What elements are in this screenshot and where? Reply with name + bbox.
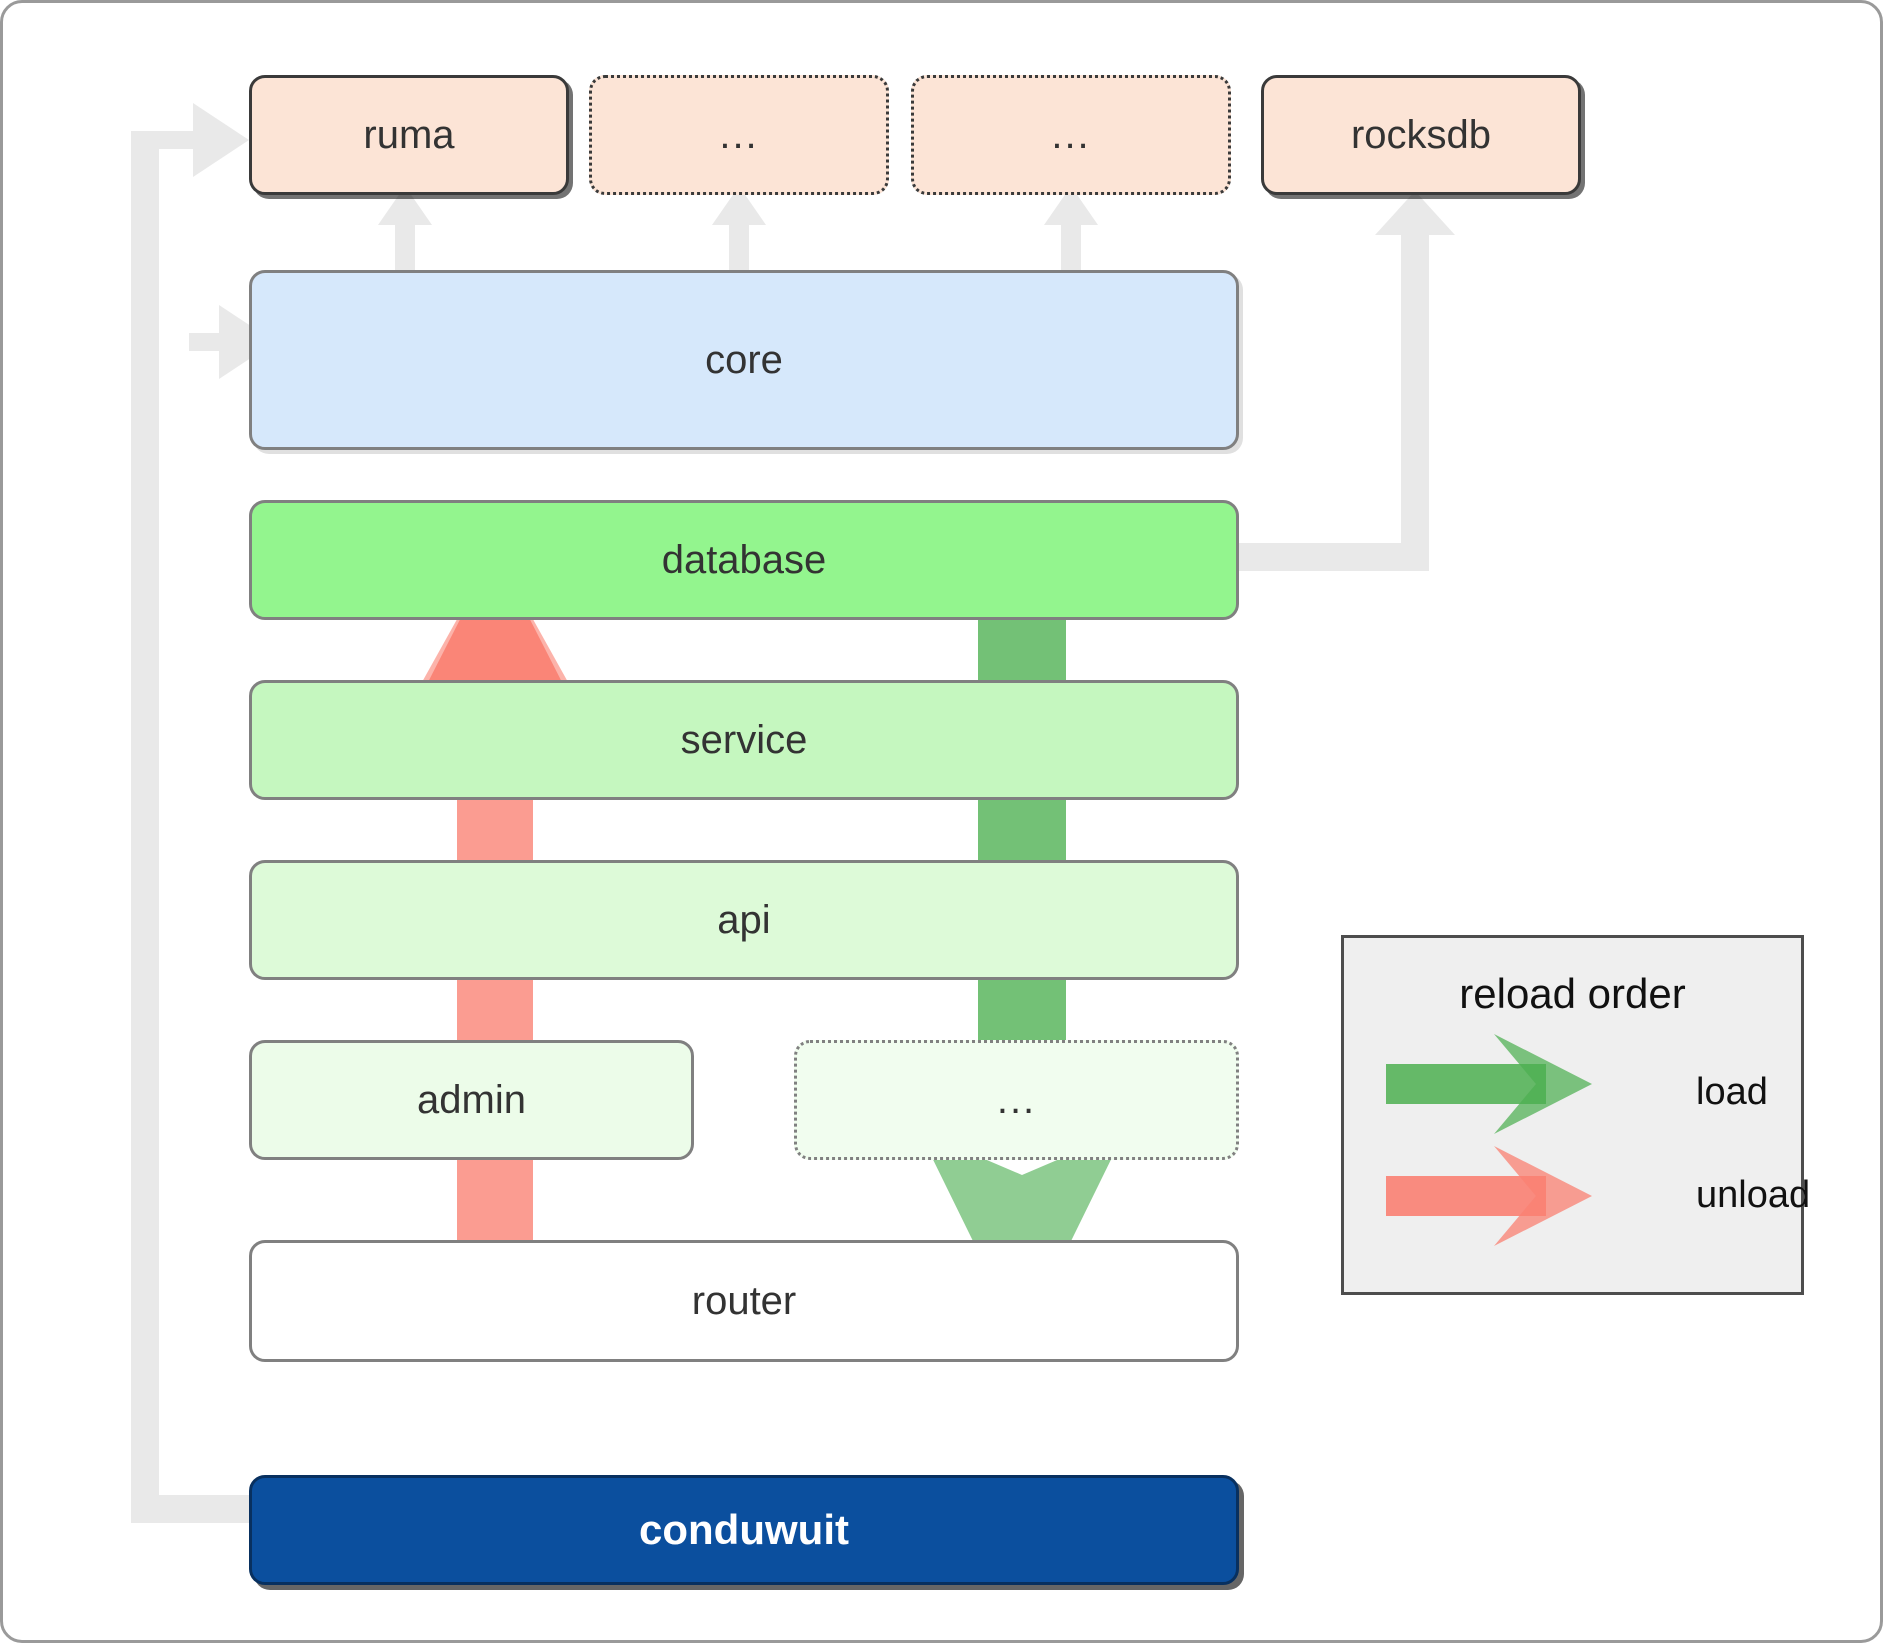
layer-box-database[interactable]: database: [249, 500, 1239, 620]
dependency-box-ruma[interactable]: ruma: [249, 75, 569, 195]
diagram-connectors: [131, 103, 1455, 1523]
layer-label: admin: [417, 1077, 526, 1122]
layer-box-service[interactable]: service: [249, 680, 1239, 800]
core-to-dependency-arrows: [378, 186, 1098, 270]
application-label: conduwuit: [639, 1506, 849, 1553]
layer-box-admin[interactable]: admin: [249, 1040, 694, 1160]
layer-label: database: [661, 537, 827, 582]
dependency-label: rocksdb: [1350, 112, 1492, 157]
legend-title: reload order: [1459, 970, 1686, 1017]
layer-label: ...: [996, 1078, 1037, 1122]
dependency-label: ruma: [363, 112, 455, 157]
load-arrow-icon: [1386, 1034, 1592, 1134]
layer-label: router: [691, 1278, 797, 1323]
dependency-box-rocksdb[interactable]: rocksdb: [1261, 75, 1581, 195]
core-label: core: [705, 337, 783, 382]
dependency-label: ...: [719, 113, 759, 157]
legend-arrow-icons: [1386, 1034, 1592, 1246]
dependency-box-ellipsis-1[interactable]: ...: [589, 75, 889, 195]
layer-label: service: [680, 717, 808, 762]
legend-label-load: load: [1696, 1071, 1768, 1113]
layer-label: api: [717, 897, 771, 942]
core-box[interactable]: core: [249, 270, 1239, 450]
layer-box-ellipsis[interactable]: ...: [794, 1040, 1239, 1160]
layer-box-api[interactable]: api: [249, 860, 1239, 980]
unload-arrow-icon: [1386, 1146, 1592, 1246]
conduwuit-to-ruma-connector: [131, 103, 249, 1523]
dependency-label: ...: [1051, 113, 1091, 157]
database-to-rocksdb-connector: [1239, 191, 1455, 571]
layer-box-router[interactable]: router: [249, 1240, 1239, 1362]
legend-label-unload: unload: [1696, 1174, 1811, 1216]
dependency-box-ellipsis-2[interactable]: ...: [911, 75, 1231, 195]
application-box-conduwuit[interactable]: conduwuit: [249, 1475, 1239, 1585]
legend-panel: reload order load unload: [1341, 935, 1810, 1295]
